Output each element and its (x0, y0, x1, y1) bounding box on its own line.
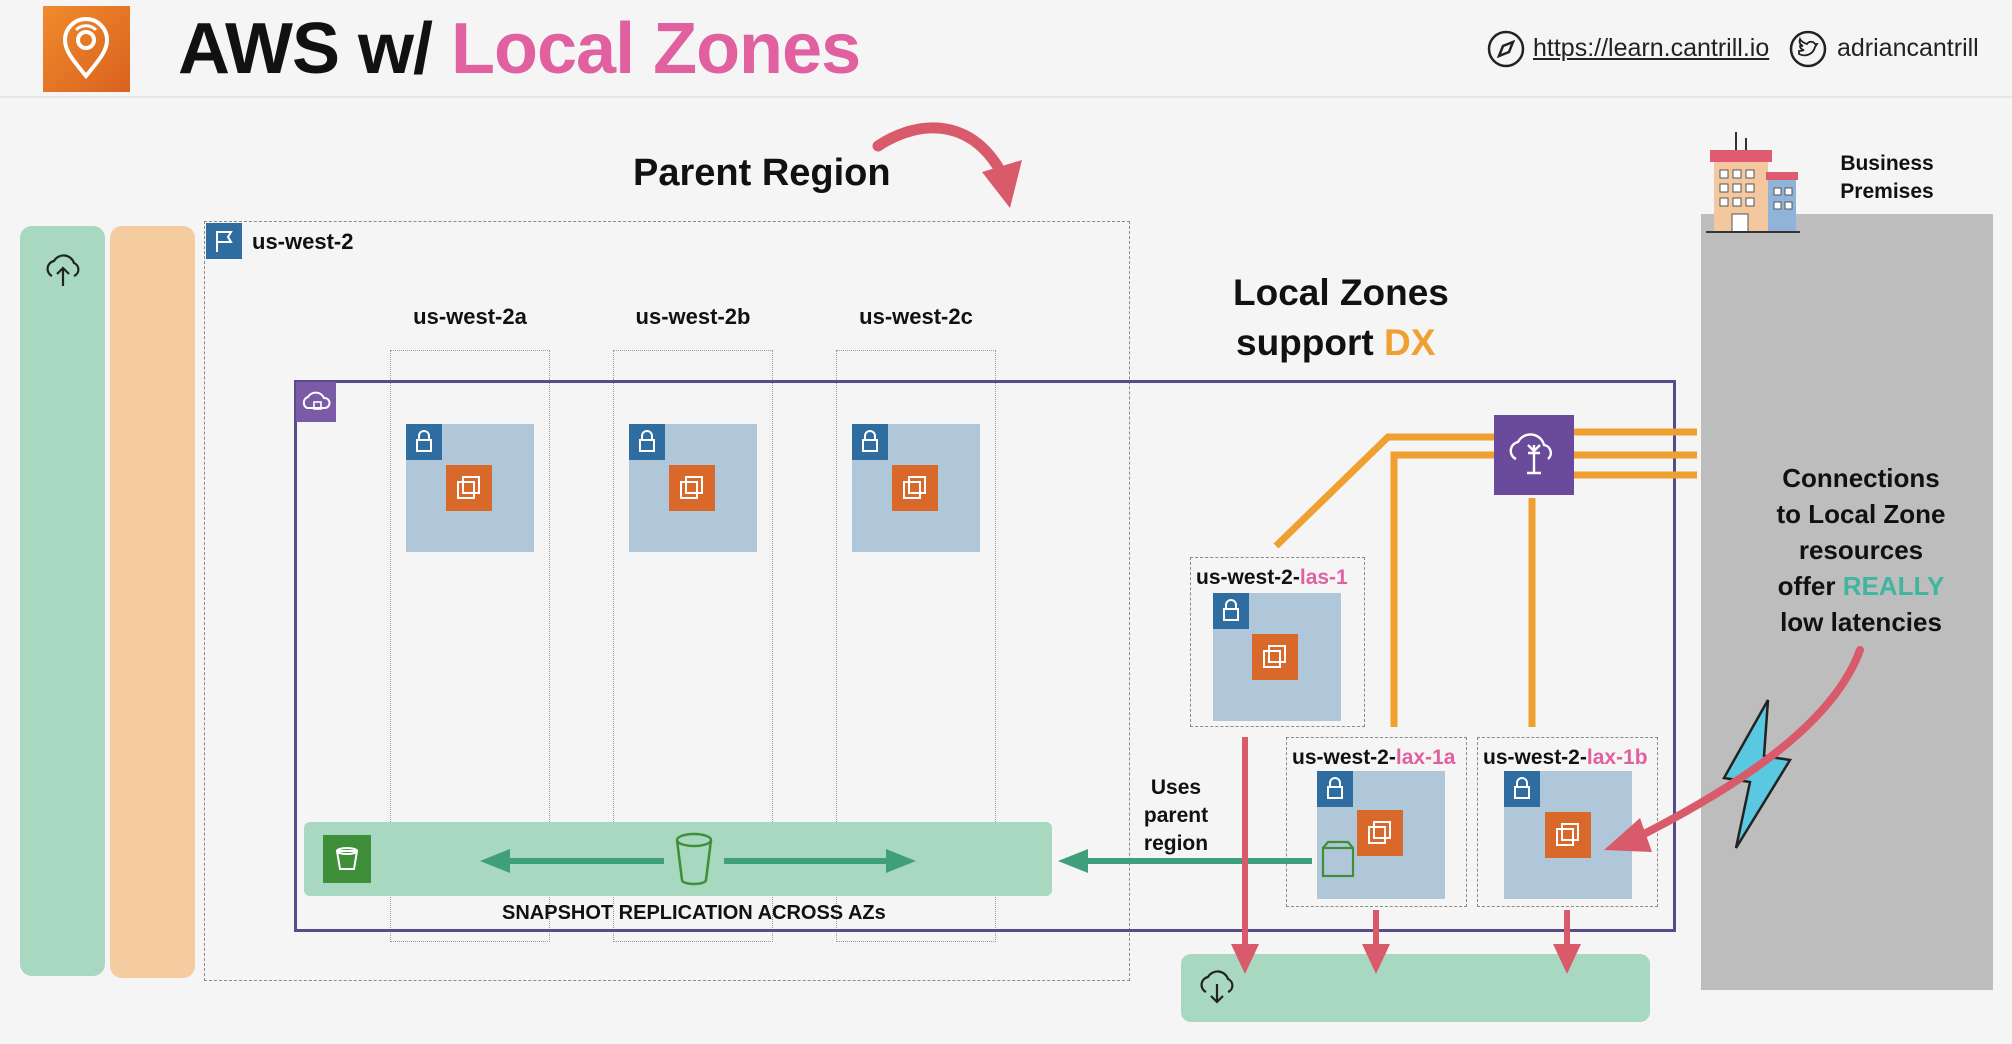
lock-icon (629, 424, 665, 460)
cloud-upload-icon (42, 250, 84, 295)
lock-icon (406, 424, 442, 460)
cloud-download-icon (1196, 966, 1238, 1011)
region-flag-icon (206, 223, 242, 259)
region-name: us-west-2 (252, 229, 354, 254)
vpc-icon (296, 382, 336, 422)
local-zone-label-lax-1a: us-west-2-lax-1a (1292, 746, 1456, 769)
header-divider (0, 96, 2012, 98)
local-zone-lax-1a (1286, 737, 1467, 907)
az-column-c (836, 350, 996, 942)
ec2-instance-icon (1357, 810, 1403, 856)
s3-bucket-icon (670, 830, 718, 893)
local-storage-bar (1181, 954, 1650, 1022)
peach-side-panel (110, 226, 195, 978)
az-column-a (390, 350, 550, 942)
local-zones-logo-icon (43, 6, 130, 92)
ec2-instance-icon (669, 465, 715, 511)
lock-icon (1317, 771, 1353, 807)
site-link[interactable]: https://learn.cantrill.io (1533, 34, 1770, 62)
snapshot-replication-label: SNAPSHOT REPLICATION ACROSS AZs (502, 902, 886, 924)
ec2-instance-icon (446, 465, 492, 511)
s3-replication-bar (304, 822, 1052, 896)
local-zones-title-line2: support DX (1236, 322, 1436, 363)
az-column-b (613, 350, 773, 942)
region-box (204, 221, 1130, 981)
compass-icon (1487, 30, 1525, 73)
page-title: AWS w/ Local Zones (178, 9, 861, 89)
lock-icon (1213, 593, 1249, 629)
building-icon (1706, 130, 1800, 239)
twitter-handle[interactable]: adriancantrill (1837, 34, 1979, 62)
lock-icon (1504, 771, 1540, 807)
local-zone-label-las-1: us-west-2-las-1 (1196, 566, 1348, 589)
az-label-c: us-west-2c (859, 304, 973, 329)
parent-region-label: Parent Region (633, 152, 891, 194)
lightning-icon (1722, 699, 1793, 849)
teal-side-panel (20, 226, 105, 976)
ebs-volume-icon (1320, 838, 1356, 885)
local-zones-title-line1: Local Zones (1233, 272, 1449, 313)
uses-parent-region-label: Uses parent region (1143, 776, 1209, 855)
ec2-instance-icon (1545, 812, 1591, 858)
twitter-icon (1789, 30, 1827, 73)
direct-connect-icon (1494, 415, 1574, 495)
az-label-a: us-west-2a (413, 304, 527, 329)
connections-note: Connections to Local Zone resources offe… (1776, 463, 1946, 637)
business-premises-panel (1701, 214, 1993, 990)
local-zone-label-lax-1b: us-west-2-lax-1b (1483, 746, 1648, 769)
az-label-b: us-west-2b (635, 304, 751, 329)
local-zone-lax-1b (1477, 737, 1658, 907)
local-zone-las-1 (1190, 557, 1365, 727)
ec2-instance-icon (892, 465, 938, 511)
s3-service-icon (323, 835, 371, 883)
vpc-box (294, 380, 1676, 932)
lock-icon (852, 424, 888, 460)
ec2-instance-icon (1252, 634, 1298, 680)
business-premises-label: Business Premises (1840, 152, 1934, 203)
